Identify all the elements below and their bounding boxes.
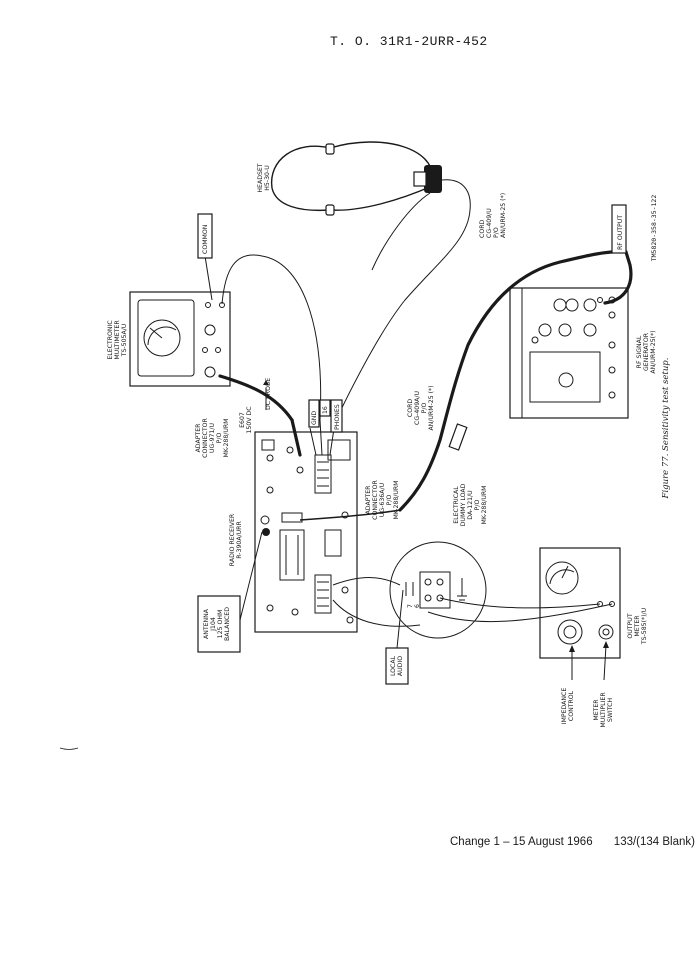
rf-signal-generator [509, 287, 629, 419]
cord-upper-line: CORD [479, 220, 486, 238]
adapter-lower-line: ADAPTER [365, 485, 372, 515]
page-footer: Change 1 – 15 August 1966 133/(134 Blank… [450, 836, 695, 848]
figure-ref-number: TM5820-358-35-122 [650, 195, 658, 262]
electronic-multimeter [129, 291, 231, 387]
rf-generator-line: RF SIGNAL [636, 335, 643, 368]
local-audio-line: LOCAL [390, 655, 397, 676]
antenna-line: 125 OHM [217, 610, 224, 639]
cord-lower-line: P/O [421, 403, 428, 414]
multimeter-line: ELECTRONIC [107, 320, 114, 359]
adapter-lower-line: P/O [386, 495, 393, 506]
meter-multiplier-line: MULTIPLIER [600, 692, 607, 728]
local-audio-inset [332, 541, 487, 639]
terminal-6-label: 6 [414, 604, 421, 608]
dummy-load-line: DUMMY LOAD [460, 483, 467, 526]
local-audio-label: LOCAL AUDIO [390, 655, 404, 676]
phones-label-box [330, 399, 343, 433]
headset [271, 141, 471, 423]
common-label: COMMON [202, 224, 209, 254]
dummy-load-label: ELECTRICAL DUMMY LOAD DA-121/U P/O MK-28… [453, 483, 488, 526]
impedance-control-label: IMPEDANCE CONTROL [561, 688, 575, 725]
adapter-lower-line: MK-288/URM [393, 480, 400, 519]
adapter-upper-line: MK-288/URM [223, 418, 230, 457]
dummy-load-line: DA-121/U [467, 490, 474, 519]
output-meter-label: OUTPUT METER TS-585(*)/U [627, 608, 648, 645]
headset-label-line: H5-30-U [264, 165, 271, 190]
impedance-control-line: IMPEDANCE [561, 688, 568, 725]
cord-upper-line: P/O [493, 227, 500, 238]
dc-probe-label: DC PROBE [265, 378, 272, 410]
local-audio-line: AUDIO [397, 656, 404, 676]
gnd-label: GND [311, 411, 318, 425]
adapter-lower-line: UG-636A/U [379, 483, 386, 517]
dummy-load-line: MK-288/URM [481, 485, 488, 524]
e607-line: 150V DC [246, 406, 253, 433]
antenna-line: ANTENNA [203, 608, 210, 639]
adapter-upper-label: ADAPTER CONNECTOR UG-971/U P/O MK-288/UR… [195, 417, 230, 457]
multimeter-label: ELECTRONIC MULTIMETER TS-505A/U [107, 320, 128, 360]
document-number: T. O. 31R1-2URR-452 [330, 34, 488, 49]
antenna-label-box [197, 595, 241, 653]
multimeter-line: MULTIMETER [114, 320, 121, 360]
adapter-upper-line: UG-971/U [209, 423, 216, 453]
dummy-load-line: ELECTRICAL [453, 486, 460, 524]
receiver-line: RADIO RECEIVER [229, 513, 236, 566]
pin16-label-box [319, 399, 331, 417]
figure-caption: Figure 77. Sensitivity test setup. [661, 358, 671, 500]
page-number: 133/(134 Blank) [613, 836, 695, 848]
terminal-7-label: 7 [407, 604, 414, 608]
receiver-label: RADIO RECEIVER R-390A/URR [229, 513, 243, 566]
cord-lower-line: AN/URM-25 (*) [428, 385, 435, 430]
adapter-upper-line: ADAPTER [195, 423, 202, 453]
output-meter-line: TS-585(*)/U [641, 608, 648, 645]
antenna-label: ANTENNA J104 125 OHM BALANCED [203, 607, 231, 641]
change-notice: Change 1 – 15 August 1966 [450, 836, 593, 848]
dummy-load-line: P/O [474, 500, 481, 511]
adapter-upper-line: CONNECTOR [202, 417, 209, 457]
cord-lower-line: CG-409A/U [414, 391, 421, 425]
output-meter [539, 547, 621, 659]
rf-generator-line: AN/URM-25(*) [650, 330, 657, 373]
output-meter-line: OUTPUT [627, 613, 634, 638]
antenna-line: BALANCED [224, 607, 231, 641]
cord-lower-line: CORD [407, 399, 414, 417]
meter-multiplier-line: METER [593, 699, 600, 721]
gnd-label-box [308, 399, 320, 428]
cord-upper-line: CG-409/U [486, 208, 493, 238]
pin16-label: 16 [322, 406, 329, 414]
rf-generator-line: GENERATOR [643, 332, 650, 371]
headset-label-line: HEADSET [257, 163, 264, 192]
rf-output-label-box [611, 204, 627, 254]
cord-lower-label: CORD CG-409A/U P/O AN/URM-25 (*) [407, 385, 435, 430]
headset-label: HEADSET H5-30-U [257, 163, 271, 192]
rf-generator-label: RF SIGNAL GENERATOR AN/URM-25(*) [636, 330, 657, 373]
common-label-box [197, 213, 213, 259]
impedance-control-line: CONTROL [568, 690, 575, 721]
meter-multiplier-line: SWITCH [607, 698, 614, 723]
e607-line: E607 [239, 412, 246, 428]
antenna-line: J104 [210, 617, 217, 632]
rf-output-cable [398, 250, 633, 512]
output-meter-line: METER [634, 615, 641, 637]
rf-output-label: RF OUTPUT [617, 215, 624, 250]
phones-label: PHONES [334, 404, 341, 430]
multimeter-line: TS-505A/U [121, 324, 128, 358]
adapter-lower-label: ADAPTER CONNECTOR UG-636A/U P/O MK-288/U… [365, 479, 400, 519]
radio-receiver [254, 431, 358, 633]
adapter-upper-line: P/O [216, 433, 223, 444]
cord-upper-label: CORD CG-409/U P/O AN/URM-25 (*) [479, 193, 507, 238]
meter-multiplier-label: METER MULTIPLIER SWITCH [593, 692, 614, 728]
adapter-lower-line: CONNECTOR [372, 479, 379, 519]
receiver-line: R-390A/URR [236, 521, 243, 559]
e607-label: E607 150V DC [239, 406, 253, 433]
cord-upper-line: AN/URM-25 (*) [500, 193, 507, 238]
